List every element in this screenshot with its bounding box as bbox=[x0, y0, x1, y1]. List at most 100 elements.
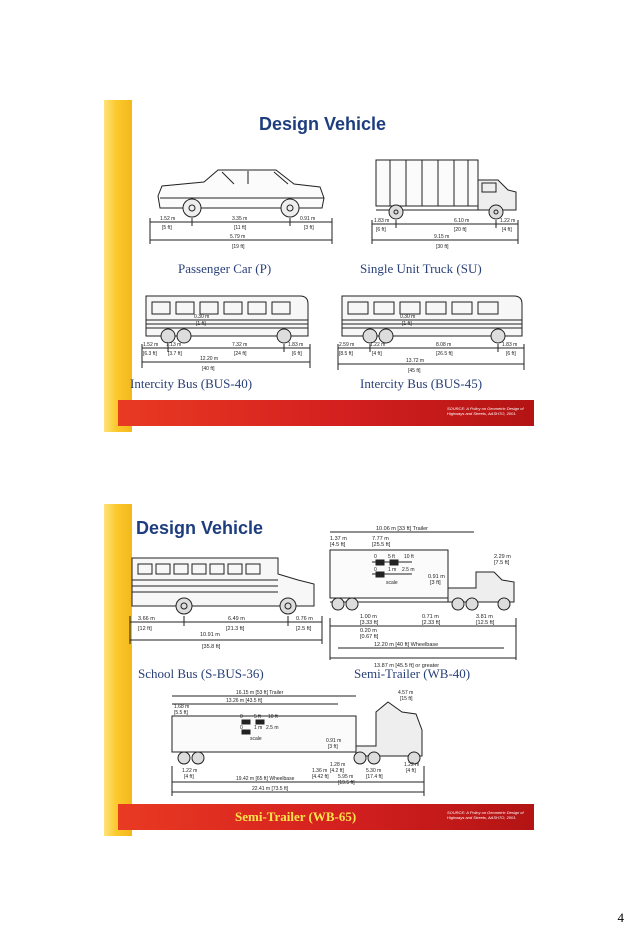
car-dim-5: 0.91 m bbox=[300, 216, 315, 222]
bus40-dim-9: 1.83 m bbox=[288, 342, 303, 348]
wb40-scale-3: 10 ft bbox=[404, 554, 414, 560]
wb65-dim-1: 13.26 m [43.5 ft] bbox=[226, 698, 263, 704]
slide-2-yellow-bar bbox=[104, 504, 132, 836]
wb65-scale-1: 0 bbox=[240, 714, 243, 720]
car-dim-4: [11 ft] bbox=[234, 225, 247, 231]
wb40-dim-16: [0.67 ft] bbox=[360, 634, 379, 640]
wb40-dim-2: [4.5 ft] bbox=[330, 542, 346, 548]
bus40-dim-4: [6.3 ft] bbox=[143, 351, 158, 357]
bus40-dim-2: [1 ft] bbox=[196, 321, 206, 327]
bus45-dim-1: 0.30 m bbox=[400, 314, 415, 320]
bus40-dim-1: 0.30 m bbox=[194, 314, 209, 320]
wb40-dim-8: [3 ft] bbox=[430, 580, 441, 586]
sbus-dim-5: 0.76 m bbox=[296, 616, 313, 622]
slide-2-source-note: SOURCE: A Policy on Geometric Design of … bbox=[447, 810, 524, 820]
slide-1-red-bar bbox=[118, 400, 534, 426]
wb65-dim-18: 1.22 m bbox=[404, 762, 419, 768]
wb65-dim-17: [17.4 ft] bbox=[366, 774, 383, 780]
bus40-dim-5: 1.13 m bbox=[166, 342, 181, 348]
wb65-dim-12: 1.28 m bbox=[330, 762, 345, 768]
wb40-dim-1: 1.37 m bbox=[330, 536, 347, 542]
caption-school-bus: School Bus (S-BUS-36) bbox=[138, 666, 264, 681]
wb40-dim-15: 0.20 m bbox=[360, 628, 377, 634]
intercity-bus-45-drawing: 0.30 m [1 ft] 2.59 m [8.5 ft] 1.22 m [4 … bbox=[337, 295, 525, 374]
slide-2-red-bar bbox=[118, 804, 534, 830]
bus40-dim-12: [40 ft] bbox=[202, 366, 215, 372]
su-dim-5: 1.22 m bbox=[500, 218, 515, 224]
wb40-dim-6: [7.5 ft] bbox=[494, 560, 510, 566]
wb65-dim-3: [5.5 ft] bbox=[174, 710, 189, 716]
su-dim-3: 6.10 m bbox=[454, 218, 469, 224]
wb65-scale-2: 5 ft bbox=[254, 714, 262, 720]
slide-1-title: Design Vehicle bbox=[259, 114, 387, 134]
wb40-scale-5: 1 m bbox=[388, 567, 396, 573]
wb65-scale-3: 10 ft bbox=[268, 714, 278, 720]
wb40-scale-2: 5 ft bbox=[388, 554, 396, 560]
wb65-dim-7: [3 ft] bbox=[328, 744, 338, 750]
caption-intercity-bus-45: Intercity Bus (BUS-45) bbox=[360, 376, 483, 391]
wb65-dim-6: 0.91 m bbox=[326, 738, 341, 744]
single-unit-truck-drawing: 1.83 m [6 ft] 6.10 m [20 ft] 1.22 m [4 f… bbox=[371, 159, 519, 250]
wb40-dim-10: [2.33 ft] bbox=[422, 620, 441, 626]
car-dim-2: [5 ft] bbox=[162, 225, 172, 231]
page-number: 4 bbox=[617, 910, 625, 925]
wb40-dim-5: 2.29 m bbox=[494, 554, 511, 560]
slide-2: Design Vehicle 3.66 m [12 ft] 6.49 m [21… bbox=[104, 504, 534, 836]
wb65-dim-14: 5.95 m bbox=[338, 774, 353, 780]
su-dim-4: [20 ft] bbox=[454, 227, 467, 233]
wb65-scale-5: 1 m bbox=[254, 725, 262, 731]
wb65-overall: 22.41 m [73.5 ft] bbox=[252, 786, 289, 792]
car-dim-8: [19 ft] bbox=[232, 244, 245, 250]
caption-semi-trailer-wb40: Semi-Trailer (WB-40) bbox=[354, 666, 471, 681]
caption-semi-trailer-wb65: Semi-Trailer (WB-65) bbox=[235, 809, 357, 824]
wb40-dim-4: [25.5 ft] bbox=[372, 542, 391, 548]
wb40-overall: 13.87 m [45.5 ft] or greater bbox=[374, 663, 439, 669]
wb65-dim-11: [4.42 ft] bbox=[312, 774, 329, 780]
bus40-dim-3: 1.52 m bbox=[143, 342, 158, 348]
wb40-trailer-length: 10.06 m [33 ft] Trailer bbox=[376, 526, 428, 532]
su-dim-7: 9.15 m bbox=[434, 234, 449, 240]
wb40-scale-4: 0 bbox=[374, 567, 377, 573]
sbus-dim-6: [2.5 ft] bbox=[296, 626, 312, 632]
bus45-dim-5: 1.22 m bbox=[370, 342, 385, 348]
wb65-dim-2: 1.68 m bbox=[174, 704, 189, 710]
sbus-dim-7: 10.91 m bbox=[200, 632, 220, 638]
wb65-dim-13: [4.2 ft] bbox=[330, 768, 345, 774]
wb65-trailer-length: 16.15 m [53 ft] Trailer bbox=[236, 690, 284, 696]
wb40-wheelbase: 12.20 m [40 ft] Wheelbase bbox=[374, 642, 438, 648]
semi-trailer-wb65-drawing: 16.15 m [53 ft] Trailer 13.26 m [43.5 ft… bbox=[171, 690, 425, 796]
car-dim-1: 1.52 m bbox=[160, 216, 175, 222]
wb40-dim-13: 1.00 m bbox=[360, 614, 377, 620]
bus40-dim-11: 12.20 m bbox=[200, 356, 218, 362]
slide-1-source-note: SOURCE: A Policy on Geometric Design of … bbox=[447, 406, 524, 416]
wb40-dim-12: [12.5 ft] bbox=[476, 620, 495, 626]
wb65-dim-10: 1.36 m bbox=[312, 768, 327, 774]
slide-1-yellow-bar bbox=[104, 100, 132, 432]
sbus-dim-3: 6.49 m bbox=[228, 616, 245, 622]
wb40-scale-6: 2.5 m bbox=[402, 567, 415, 573]
bus40-dim-8: [24 ft] bbox=[234, 351, 247, 357]
bus45-dim-6: [4 ft] bbox=[372, 351, 382, 357]
passenger-car-drawing: 1.52 m [5 ft] 3.35 m [11 ft] 0.91 m [3 f… bbox=[149, 169, 333, 250]
intercity-bus-40-drawing: 0.30 m [1 ft] 1.52 m [6.3 ft] 1.13 m [3.… bbox=[141, 295, 311, 372]
wb65-scale-label: scale bbox=[250, 736, 262, 742]
wb40-dim-7: 0.91 m bbox=[428, 574, 445, 580]
wb65-dim-8: 1.22 m bbox=[182, 768, 197, 774]
wb65-scale-6: 2.5 m bbox=[266, 725, 279, 731]
bus45-dim-9: 1.83 m bbox=[502, 342, 517, 348]
wb65-wheelbase: 19.42 m [65 ft] Wheelbase bbox=[236, 776, 295, 782]
bus45-dim-10: [6 ft] bbox=[506, 351, 516, 357]
su-dim-1: 1.83 m bbox=[374, 218, 389, 224]
semi-trailer-wb40-drawing: 10.06 m [33 ft] Trailer 1.37 m [4.5 ft] … bbox=[329, 526, 517, 669]
bus45-dim-7: 8.08 m bbox=[436, 342, 451, 348]
wb40-scale-label: scale bbox=[386, 580, 398, 586]
bus45-dim-4: [8.5 ft] bbox=[339, 351, 354, 357]
car-dim-6: [3 ft] bbox=[304, 225, 314, 231]
caption-passenger-car: Passenger Car (P) bbox=[178, 261, 272, 276]
sbus-dim-8: [35.8 ft] bbox=[202, 644, 221, 650]
wb65-dim-4: 4.57 m bbox=[398, 690, 413, 696]
sbus-dim-1: 3.66 m bbox=[138, 616, 155, 622]
wb40-dim-11: 3.81 m bbox=[476, 614, 493, 620]
sbus-dim-2: [12 ft] bbox=[138, 626, 152, 632]
wb40-dim-14: [3.33 ft] bbox=[360, 620, 379, 626]
